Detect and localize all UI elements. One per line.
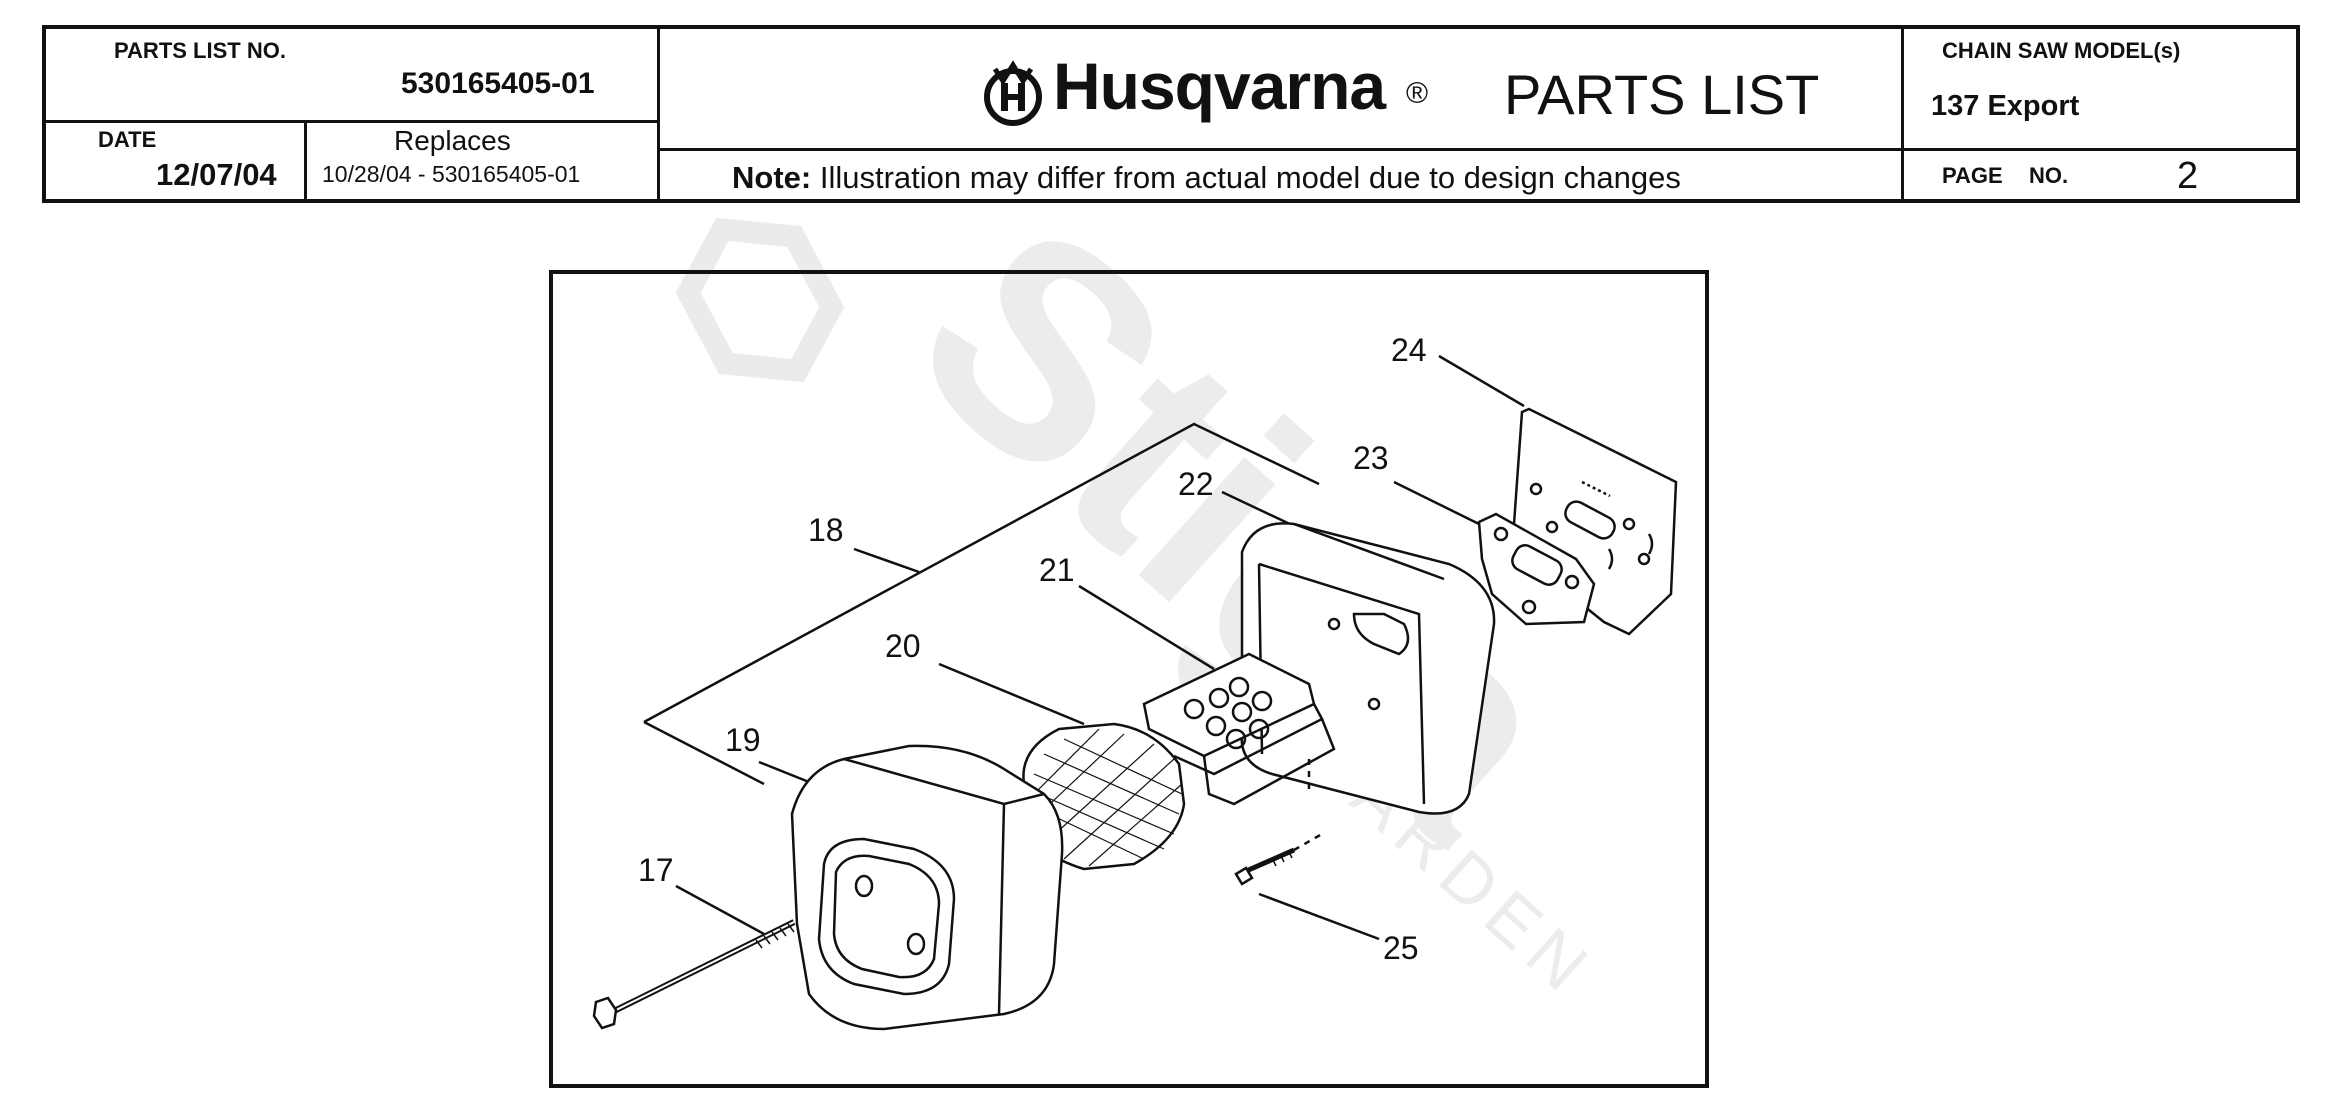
divider <box>304 121 307 199</box>
leader-24 <box>1438 354 1525 408</box>
leader-18 <box>853 547 920 574</box>
leader-23 <box>1393 480 1480 526</box>
model-value: 137 Export <box>1931 90 2080 122</box>
brand-name: Husqvarna <box>1053 49 1386 123</box>
part-22-muffler-body <box>1240 522 1496 815</box>
part-19-muffler-cover <box>790 744 1064 1031</box>
leader-22 <box>1221 490 1295 528</box>
header-table: PARTS LIST NO. 530165405-01 DATE 12/07/0… <box>42 25 2300 203</box>
parts-list-no-label: PARTS LIST NO. <box>114 38 286 63</box>
page-number: 2 <box>2177 155 2199 197</box>
callout-22: 22 <box>1178 466 1214 502</box>
replaces-value: 10/28/04 - 530165405-01 <box>322 161 581 187</box>
divider <box>1901 29 1904 199</box>
registered-mark: ® <box>1406 77 1429 110</box>
husqvarna-logo: Husqvarna ® PARTS LIST <box>981 53 2131 133</box>
divider <box>1901 148 2296 151</box>
part-25-screw <box>1234 832 1323 886</box>
callout-25: 25 <box>1383 930 1419 966</box>
crown-h-icon <box>984 60 1042 126</box>
bracket-18 <box>643 422 1320 724</box>
parts-list-no-value: 530165405-01 <box>401 67 595 100</box>
callout-17: 17 <box>638 852 674 888</box>
divider <box>657 29 660 199</box>
date-value: 12/07/04 <box>156 157 277 192</box>
callout-23: 23 <box>1353 440 1389 476</box>
page-no-label: NO. <box>2029 163 2069 188</box>
leader-21 <box>1078 584 1215 671</box>
part-21-screen-holder <box>1142 652 1336 806</box>
note-text: Illustration may differ from actual mode… <box>819 160 1681 195</box>
note-line: Note: Illustration may differ from actua… <box>732 162 1681 193</box>
page-label: PAGE <box>1942 163 2003 188</box>
part-23-gasket <box>1477 512 1596 626</box>
callout-18: 18 <box>808 512 844 548</box>
divider <box>46 120 658 123</box>
callout-24: 24 <box>1391 332 1427 368</box>
replaces-label: Replaces <box>394 125 511 156</box>
date-label: DATE <box>98 127 157 152</box>
parts-diagram-frame: 17 18 19 20 21 22 23 24 25 <box>549 270 1709 1088</box>
leader-25 <box>1258 892 1380 941</box>
model-label: CHAIN SAW MODEL(s) <box>1942 38 2181 63</box>
part-17-bolt <box>592 919 796 1030</box>
leader-17 <box>675 884 765 936</box>
document-title: PARTS LIST <box>1504 63 1820 126</box>
callout-19: 19 <box>725 722 761 758</box>
leader-20 <box>938 662 1085 726</box>
parts-diagram <box>592 354 1678 1031</box>
note-label: Note: <box>732 160 812 195</box>
divider <box>657 148 1902 151</box>
callout-21: 21 <box>1039 552 1075 588</box>
callout-20: 20 <box>885 628 921 664</box>
